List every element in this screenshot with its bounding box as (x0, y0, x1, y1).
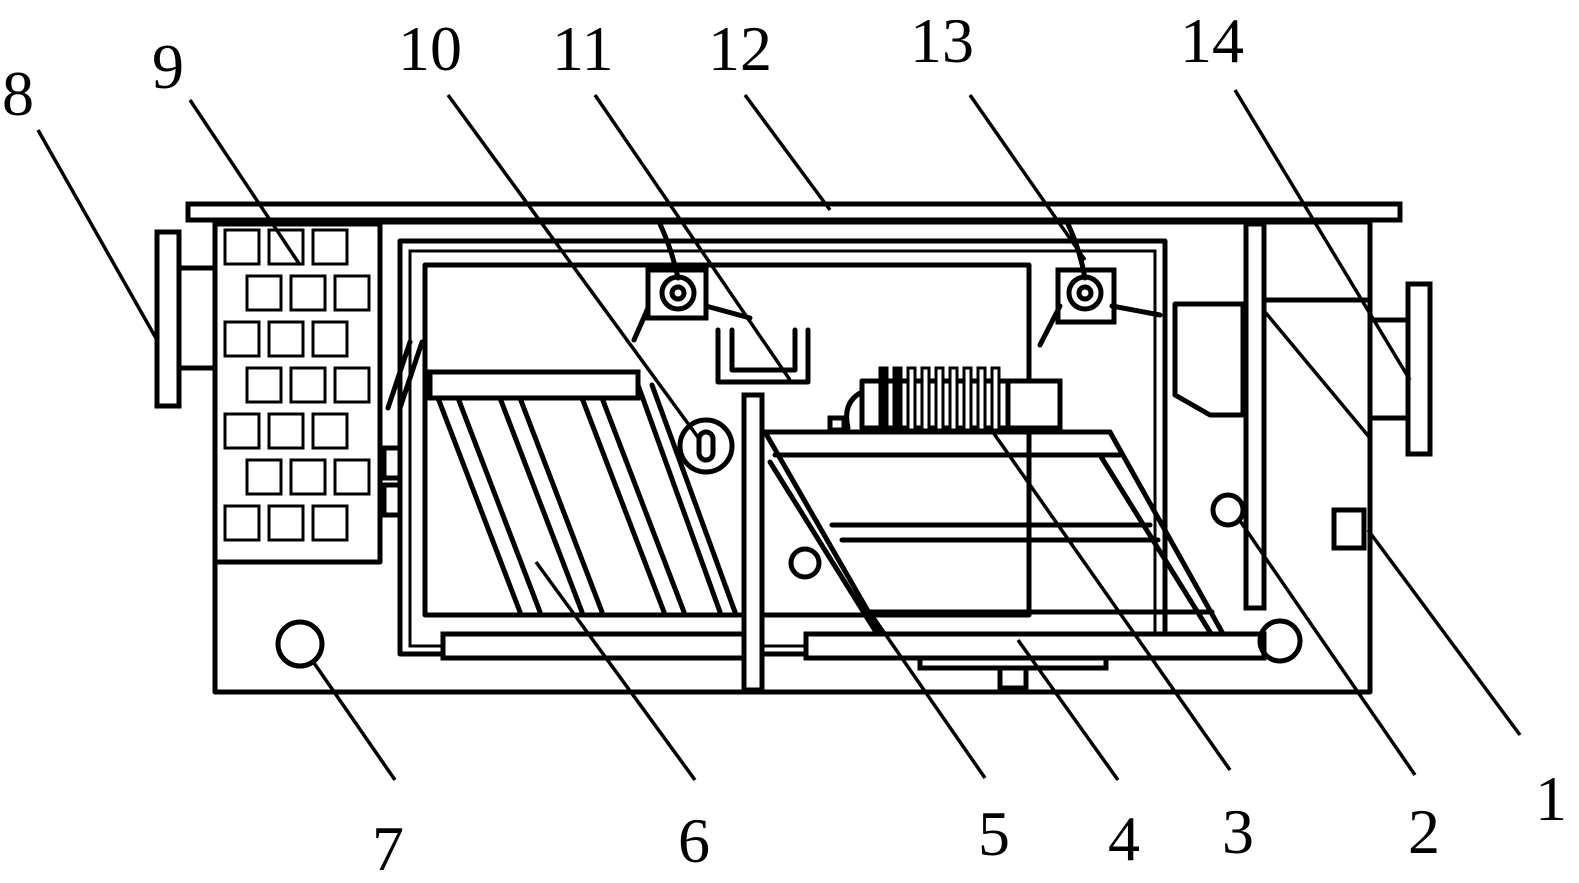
part-labels: 8 9 10 11 12 13 14 7 6 5 4 3 2 1 (2, 5, 1567, 883)
heat-sink-fin (934, 366, 945, 432)
grid-cell (267, 320, 305, 358)
grid-cell (289, 274, 327, 312)
grid-cell (245, 366, 283, 404)
left-flange (154, 229, 218, 409)
heat-sink-fin (962, 366, 973, 432)
motor-assembly (827, 366, 1063, 433)
grid-cell (267, 228, 305, 266)
heat-sink-fin (920, 366, 931, 432)
filter-grid (212, 221, 383, 565)
heat-sink-fin (948, 366, 959, 432)
label-10: 10 (398, 13, 462, 84)
heat-sink-fin (878, 366, 889, 432)
label-11: 11 (552, 13, 614, 84)
label-2: 2 (1408, 796, 1440, 867)
label-8: 8 (2, 58, 34, 129)
label-12: 12 (708, 13, 772, 84)
grid-cell (311, 412, 349, 450)
heat-sink-fin (892, 366, 903, 432)
grid-cell (311, 504, 349, 542)
label-5: 5 (978, 798, 1010, 869)
grid-cell (289, 458, 327, 496)
grid-cell (333, 274, 371, 312)
bottom-rails (440, 631, 1267, 691)
label-6: 6 (678, 805, 710, 876)
lock (677, 417, 735, 475)
label-4: 4 (1108, 803, 1140, 874)
heat-sink-fin (990, 366, 1001, 432)
left-tray (427, 369, 738, 615)
heat-sink-fin (976, 366, 987, 432)
grid-cell (289, 366, 327, 404)
grid-cell (267, 504, 305, 542)
leader-lines (36, 89, 1522, 782)
label-7: 7 (372, 813, 404, 883)
grid-cell (223, 504, 261, 542)
top-plate (185, 201, 1403, 223)
grid-cell (311, 320, 349, 358)
grid-cell (333, 366, 371, 404)
center-post (715, 327, 811, 693)
right-flange (1367, 281, 1433, 457)
side-lever (381, 339, 425, 518)
label-1: 1 (1535, 763, 1567, 834)
grid-cell (311, 228, 349, 266)
label-14: 14 (1180, 5, 1244, 76)
left-pulley (631, 221, 753, 343)
right-tray (762, 429, 1225, 635)
label-9: 9 (152, 31, 184, 102)
grid-cell (267, 412, 305, 450)
label-13: 13 (910, 5, 974, 76)
grid-cell (333, 458, 371, 496)
right-chamber (1172, 221, 1373, 611)
grid-cell (223, 320, 261, 358)
label-3: 3 (1222, 796, 1254, 867)
grid-cell (223, 412, 261, 450)
grid-cell (245, 274, 283, 312)
heat-sink-fin (906, 366, 917, 432)
right-pulley (1037, 221, 1163, 348)
pins (275, 492, 1303, 669)
grid-cell (245, 458, 283, 496)
grid-cell (223, 228, 261, 266)
